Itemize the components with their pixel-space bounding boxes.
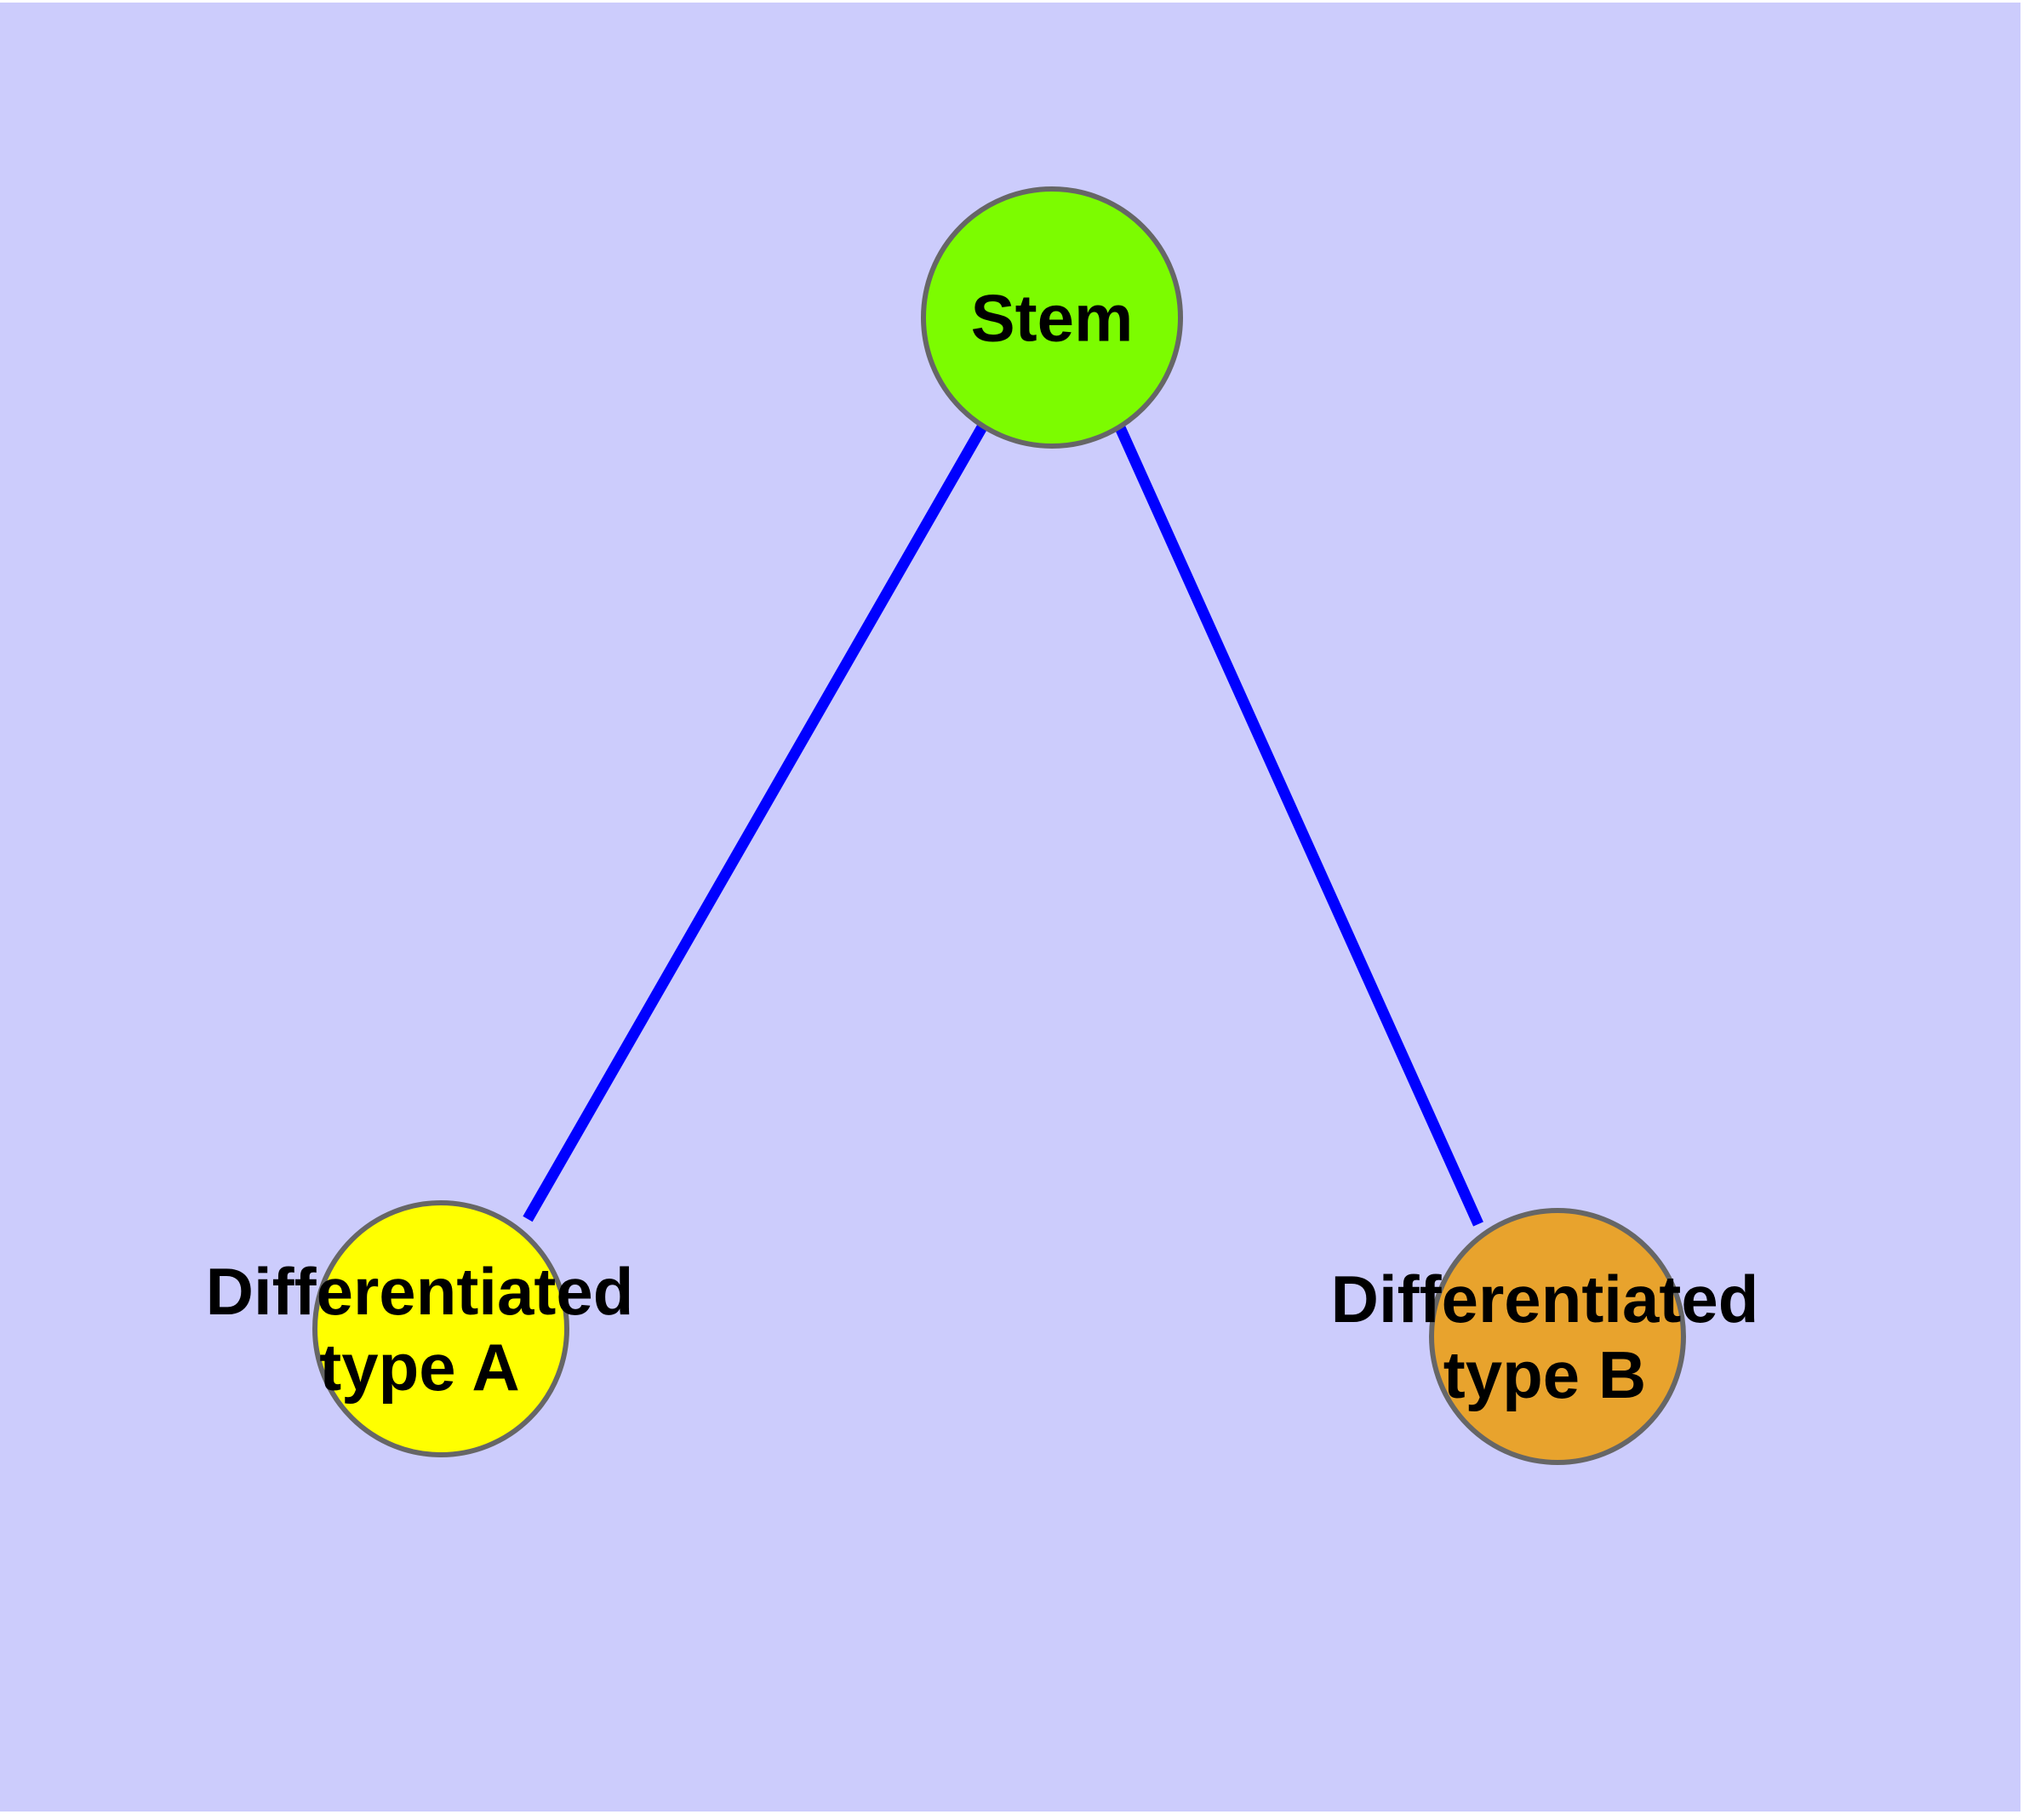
- node-label-diff_a-line-0: Differentiated: [206, 1254, 634, 1329]
- graph-edge-stem-diff_a[interactable]: [523, 422, 988, 1222]
- node-label-stem-line-0: Stem: [971, 280, 1134, 355]
- graph-edge-stem-diff_b[interactable]: [1114, 423, 1483, 1227]
- node-label-diff_b-line-1: type B: [1443, 1337, 1646, 1412]
- node-circle-stem[interactable]: [921, 186, 1183, 449]
- node-circle-diff_a[interactable]: [312, 1200, 569, 1457]
- graph-node-stem[interactable]: Stem: [921, 186, 1183, 449]
- edges-group: [523, 422, 1483, 1227]
- node-label-diff_a-line-1: type A: [319, 1330, 520, 1405]
- node-circle-diff_b[interactable]: [1429, 1208, 1686, 1465]
- node-label-diff_b-line-0: Differentiated: [1331, 1262, 1759, 1336]
